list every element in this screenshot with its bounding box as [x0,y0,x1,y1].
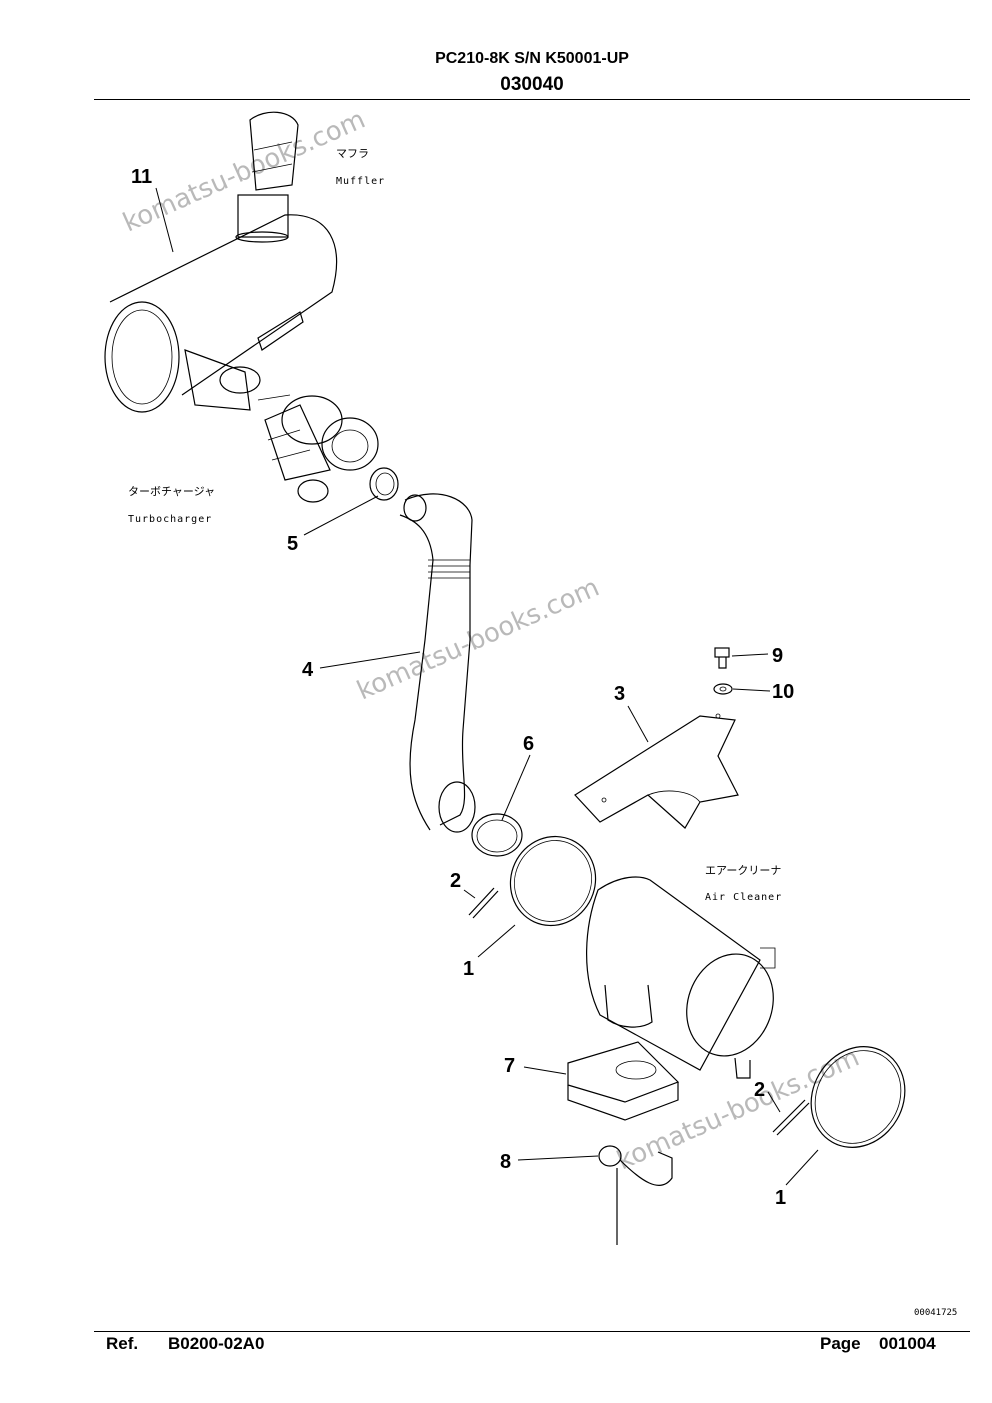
watermark-2: komatsu-books.com [353,573,604,707]
callout-2-right: 2 [754,1079,765,1101]
header-rule [94,99,970,100]
hose-4-drawing [399,493,476,833]
cushion-7-drawing [567,1041,680,1121]
band-1-left-drawing [509,835,597,927]
callout-10: 10 [772,681,794,703]
bracket-3-drawing [574,713,739,829]
callout-11: 11 [131,166,152,188]
air-cleaner-label-en: Air Cleaner [705,892,782,903]
callout-4: 4 [302,659,314,681]
band-1-right-drawing [810,1046,906,1148]
turbocharger-drawing [219,366,379,503]
bolt-9-drawing [714,647,730,669]
bolt-2-right-drawing [772,1099,810,1136]
callout-7: 7 [504,1055,515,1077]
callout-3: 3 [614,683,625,705]
callout-6: 6 [523,733,534,755]
callout-9: 9 [772,645,783,667]
group-number: 030040 [500,74,564,95]
illustration-code: 00041725 [914,1308,958,1318]
page-label: Page [820,1334,861,1353]
ref-value: B0200-02A0 [168,1334,265,1353]
ref-label: Ref. [106,1334,139,1353]
page-value: 001004 [879,1334,936,1353]
turbocharger-label-jp: ターボチャージャ [128,485,215,498]
clamp-6-drawing [471,813,523,857]
watermark-1: komatsu-books.com [119,105,370,239]
muffler-drawing [104,111,338,413]
washer-10-drawing [713,683,733,695]
callout-5: 5 [287,533,298,555]
footer-rule [94,1331,970,1332]
turbocharger-label-en: Turbocharger [128,514,212,525]
clamp-5-drawing [369,467,399,501]
callout-1-right: 1 [775,1187,786,1209]
callout-8: 8 [500,1151,511,1173]
air-cleaner-drawing [586,876,776,1079]
muffler-label-en: Muffler [336,176,385,187]
air-cleaner-label-jp: エアークリーナ [705,864,781,877]
watermark-3: komatsu-books.com [613,1043,864,1177]
model-title: PC210-8K S/N K50001-UP [435,50,629,67]
indicator-8-drawing [598,1145,673,1245]
callout-2-left: 2 [450,870,461,892]
muffler-label-jp: マフラ [336,147,369,160]
callout-1-left: 1 [463,958,474,980]
bolt-2-left-drawing [468,887,499,919]
